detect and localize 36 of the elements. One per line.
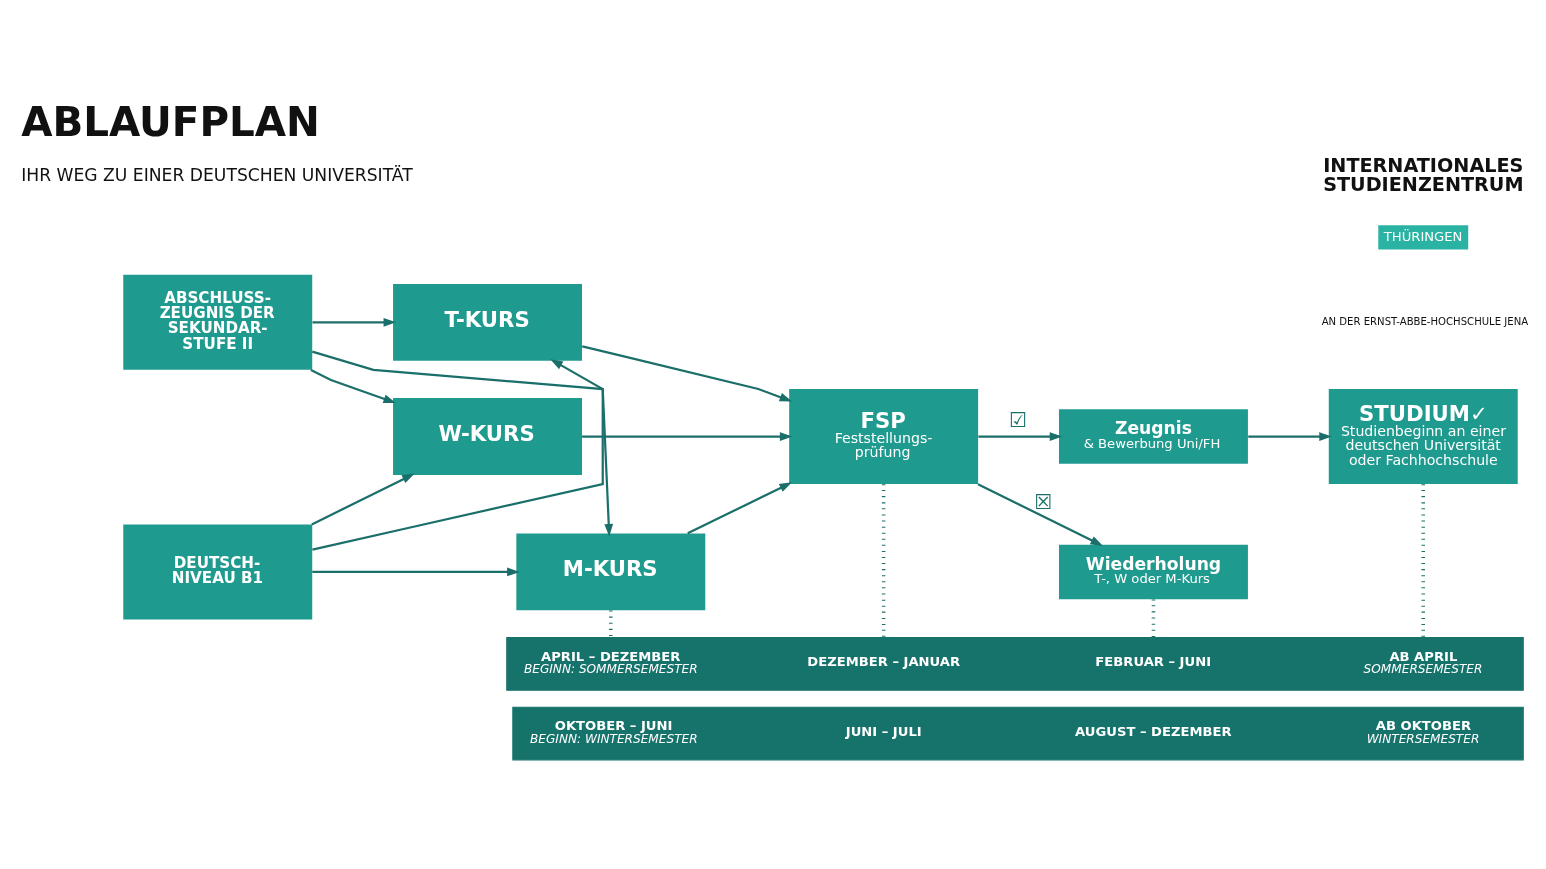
arrow [310, 368, 396, 404]
arrow [687, 482, 792, 535]
arrow [311, 473, 415, 526]
node-text: FEBRUAR – JUNI [1095, 654, 1212, 670]
node-box: DEUTSCH- NIVEAU B1 [123, 524, 313, 620]
node-box: T-KURS [393, 283, 582, 361]
label: IHR WEG ZU EINER DEUTSCHEN UNIVERSITÄT [21, 164, 413, 185]
node-box: Zeugnis & Bewerbung Uni/FH [1058, 409, 1248, 464]
arrow [582, 432, 793, 441]
node-text: DEZEMBER – JANUAR [807, 654, 961, 670]
node-text: AUGUST – DEZEMBER [1075, 724, 1232, 740]
node-box: Wiederholung T-, W oder M-Kurs [1058, 544, 1248, 600]
node-text: JUNI – JULI [845, 724, 922, 740]
diagram-title: ABLAUFPLAN [21, 98, 320, 147]
node-box: W-KURS [393, 398, 582, 475]
arrow [977, 483, 1104, 546]
node-box: STUDIUM✓ Studienbeginn an einer deutschen Universität oder Fachhochschule [1328, 389, 1518, 484]
node-text: AB APRIL SOMMERSEMESTER [1363, 648, 1483, 677]
node-text: OKTOBER – JUNI BEGINN: WINTERSEMESTER [529, 718, 698, 746]
cluster [506, 637, 1524, 691]
cluster [512, 706, 1524, 761]
arrow [312, 567, 520, 577]
label: THÜRINGEN [1383, 228, 1463, 244]
label: INTERNATIONALES STUDIENZENTRUM [1323, 153, 1524, 197]
node-box: M-KURS [516, 533, 706, 611]
node-text: APRIL – DEZEMBER BEGINN: SOMMERSEMESTER [523, 648, 698, 677]
node-text: AB OKTOBER WINTERSEMESTER [1366, 718, 1480, 746]
node-box: FSP Feststellungs- prüfung [789, 389, 979, 484]
arrow [582, 345, 793, 402]
arrow [978, 432, 1063, 441]
edge-label: ☑ [1008, 408, 1028, 433]
node-box: ABSCHLUSS- ZEUGNIS DER SEKUNDAR- STUFE II [123, 274, 313, 370]
arrow [312, 317, 397, 327]
arrow [1248, 432, 1332, 441]
edge-label: ☒ [1034, 490, 1053, 515]
label: AN DER ERNST-ABBE-HOCHSCHULE JENA [1321, 315, 1529, 327]
